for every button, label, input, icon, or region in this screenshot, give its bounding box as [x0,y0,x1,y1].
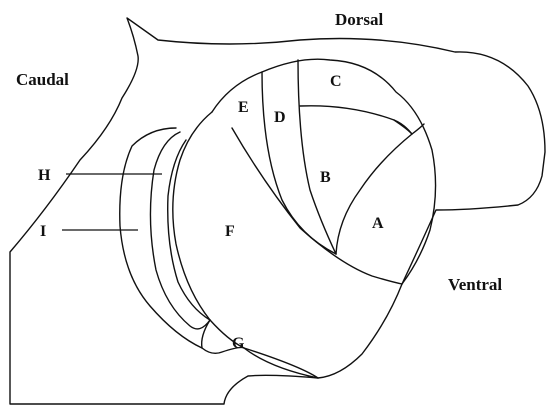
region-f-ventral-line [232,128,402,284]
region-ba-boundary [336,134,412,254]
region-f-boundary [173,112,318,378]
label-region-c: C [330,73,342,90]
label-region-i: I [40,223,46,240]
label-region-f: F [225,223,235,240]
body-outline [10,18,545,404]
label-ventral: Ventral [448,275,502,294]
label-region-a: A [372,215,384,232]
label-dorsal: Dorsal [335,10,383,29]
label-caudal: Caudal [16,70,69,89]
region-i-crescent [120,128,202,348]
label-region-h: H [38,167,51,184]
label-region-e: E [238,99,249,116]
region-g-lower-line [244,348,318,378]
label-region-g: G [232,335,245,352]
label-region-b: B [320,169,331,186]
label-region-d: D [274,109,286,126]
